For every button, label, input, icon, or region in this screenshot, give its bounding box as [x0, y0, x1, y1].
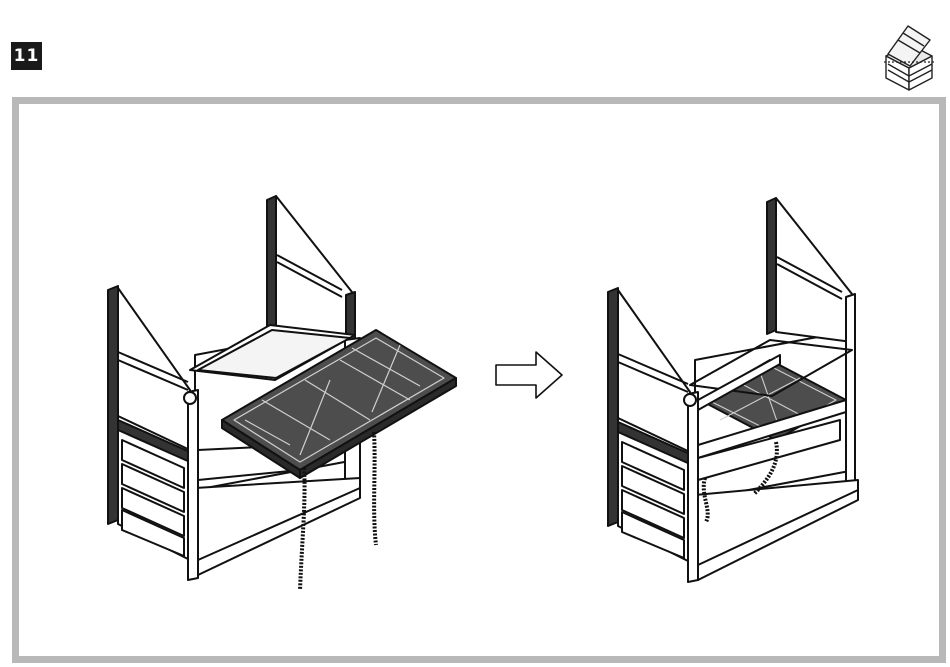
cold-frame-before — [108, 196, 456, 590]
cold-frame-after — [608, 198, 858, 582]
next-step-arrow-icon — [496, 352, 562, 398]
